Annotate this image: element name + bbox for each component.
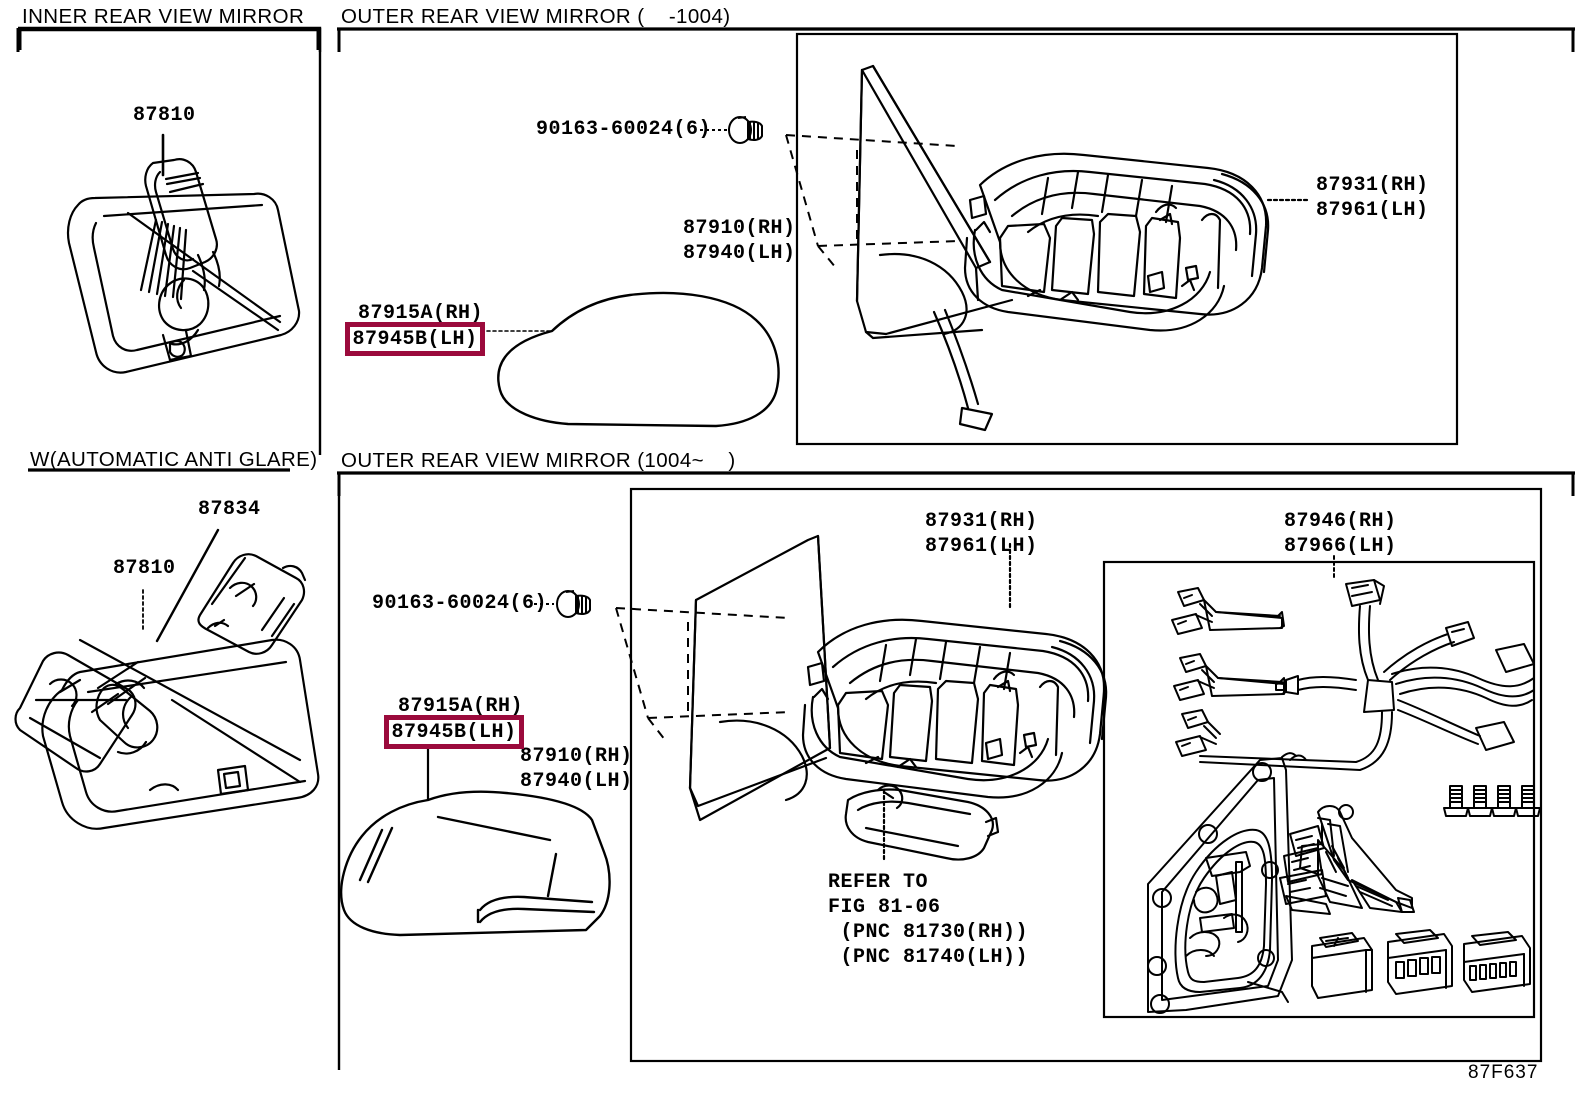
section-title-outer-rear-view-mirror-early: OUTER REAR VIEW MIRROR ( -1004) — [341, 5, 731, 28]
label-anti-glare-bracket-part-number: 87834 — [198, 498, 261, 521]
cover-bottom-lh-text: 87945B(LH) — [391, 720, 517, 744]
cover-top-lh-text: 87945B(LH) — [352, 327, 478, 351]
section-title-inner-rear-view-mirror: INNER REAR VIEW MIRROR — [22, 5, 305, 28]
label-cover-top-rh: 87915A(RH) — [358, 302, 484, 325]
label-mirror-assy-top: 87910(RH) 87940(LH) — [683, 216, 796, 266]
mirror-glass-top-text: 87931(RH) 87961(LH) — [1316, 174, 1429, 222]
label-cover-top-lh-highlight: 87945B(LH) — [345, 322, 485, 356]
label-anti-glare-mirror-part-number: 87810 — [113, 557, 176, 580]
refer-to-text: REFER TO FIG 81-06 (PNC 81730(RH)) (PNC … — [828, 871, 1029, 969]
section-title-outer-rear-view-mirror-late: OUTER REAR VIEW MIRROR (1004~ ) — [341, 449, 736, 472]
label-screw-bottom: 90163-60024(6) — [372, 592, 548, 615]
label-cover-bottom-lh-highlight: 87945B(LH) — [384, 715, 524, 749]
harness-text: 87946(RH) 87966(LH) — [1284, 510, 1397, 558]
mirror-assy-top-text: 87910(RH) 87940(LH) — [683, 217, 796, 265]
label-refer-to-note: REFER TO FIG 81-06 (PNC 81730(RH)) (PNC … — [828, 870, 1028, 970]
label-screw-top: 90163-60024(6) — [536, 118, 712, 141]
figure-code: 87F637 — [1468, 1062, 1539, 1083]
label-mirror-glass-top: 87931(RH) 87961(LH) — [1316, 173, 1429, 223]
label-inner-mirror-part-number: 87810 — [133, 104, 196, 127]
mirror-glass-bottom-text: 87931(RH) 87961(LH) — [925, 510, 1038, 558]
mirror-assy-bottom-text: 87910(RH) 87940(LH) — [520, 745, 633, 793]
label-cover-bottom-rh: 87915A(RH) — [398, 695, 524, 718]
label-harness-part-number: 87946(RH) 87966(LH) — [1284, 509, 1397, 559]
label-mirror-glass-bottom: 87931(RH) 87961(LH) — [925, 509, 1038, 559]
section-title-w-automatic-anti-glare: W(AUTOMATIC ANTI GLARE) — [30, 448, 318, 471]
label-mirror-assy-bottom: 87910(RH) 87940(LH) — [520, 744, 633, 794]
